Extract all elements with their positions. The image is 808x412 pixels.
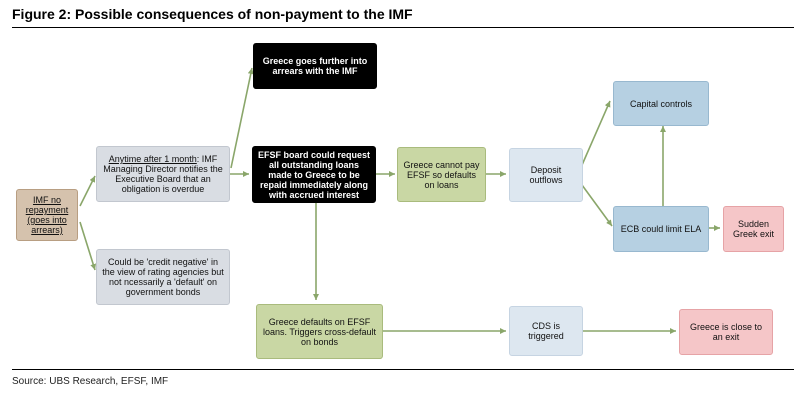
node-close-to-exit: Greece is close to an exit bbox=[679, 309, 773, 355]
figure-source: Source: UBS Research, EFSF, IMF bbox=[12, 376, 169, 387]
node-credit-negative: Could be 'credit negative' in the view o… bbox=[96, 249, 230, 305]
node-deposit-outflows: Deposit outflows bbox=[509, 148, 583, 202]
top-rule bbox=[12, 27, 794, 28]
node-defaults-efsf: Greece defaults on EFSF loans. Triggers … bbox=[256, 304, 383, 359]
arrow-deposit-to-capital bbox=[581, 100, 611, 166]
node-ecb-limit-ela: ECB could limit ELA bbox=[613, 206, 709, 252]
node-anytime-after-1-month: Anytime after 1 month: IMF Managing Dire… bbox=[96, 146, 230, 202]
arrow-anytime-to-arrears bbox=[230, 67, 254, 169]
figure-title: Figure 2: Possible consequences of non-p… bbox=[12, 6, 413, 22]
bottom-rule bbox=[12, 369, 794, 370]
anytime-text: : IMF Managing Director notifies the Exe… bbox=[103, 154, 223, 194]
node-sudden-exit: Sudden Greek exit bbox=[723, 206, 784, 252]
arrow-deposit-to-ecb bbox=[581, 184, 613, 227]
node-imf-no-repayment: IMF no repayment (goes into arrears) bbox=[16, 189, 78, 241]
node-capital-controls: Capital controls bbox=[613, 81, 709, 126]
node-greece-arrears: Greece goes further into arrears with th… bbox=[253, 43, 377, 89]
arrow-imf-to-credit bbox=[79, 221, 97, 271]
anytime-prefix: Anytime after 1 month bbox=[108, 154, 197, 164]
arrow-imf-to-anytime bbox=[79, 175, 96, 207]
node-cds-triggered: CDS is triggered bbox=[509, 306, 583, 356]
node-cannot-pay: Greece cannot pay EFSF so defaults on lo… bbox=[397, 147, 486, 202]
node-efsf-board: EFSF board could request all outstanding… bbox=[252, 146, 376, 203]
